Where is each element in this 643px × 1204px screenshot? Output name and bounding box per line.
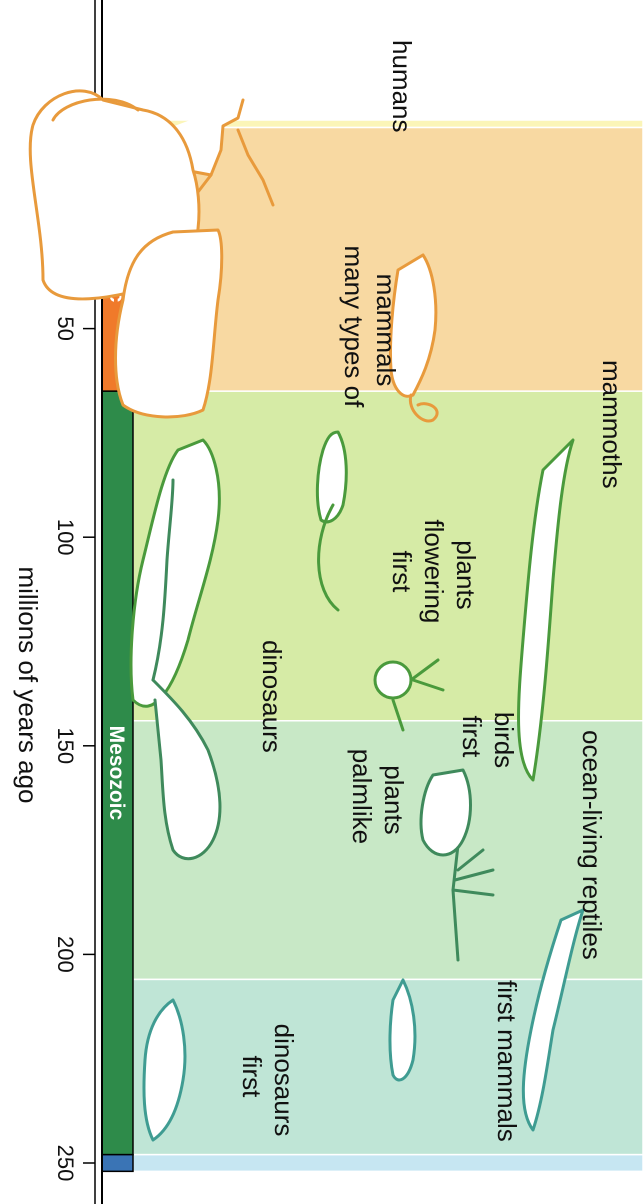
axis-label: millions of years ago — [13, 567, 43, 804]
era-label-1: Mesozoic — [105, 726, 128, 821]
label-first-flowering-plants-line1: first — [387, 550, 417, 593]
first-bird-icon — [421, 770, 470, 855]
label-first-flowering-plants-line2: flowering — [419, 519, 449, 623]
label-ocean-living-reptiles: ocean-living reptiles — [577, 730, 607, 960]
axis-tick-label-2: 50 — [53, 316, 78, 340]
label-first-birds-line2: birds — [489, 712, 519, 768]
era-bar-1: Mesozoic — [102, 391, 133, 1154]
era-bar-2 — [102, 1155, 133, 1172]
label-dinosaurs: dinosaurs — [257, 640, 287, 753]
period-band-5 — [133, 1155, 643, 1172]
label-humans: humans — [387, 40, 417, 133]
label-palmlike-plants-line1: palmlike — [347, 749, 377, 844]
label-many-types-mammals-line2: mammals — [371, 274, 401, 387]
period-band-4 — [133, 979, 643, 1154]
axis-tick-label-6: 250 — [53, 1145, 78, 1182]
label-mammoths: mammoths — [597, 360, 627, 489]
era-fill-2 — [102, 1155, 133, 1172]
label-palmlike-plants-line2: plants — [379, 765, 409, 834]
axis-tick-label-3: 100 — [53, 519, 78, 556]
label-first-flowering-plants-line3: plants — [451, 540, 481, 609]
label-first-dinosaurs-line1: first — [237, 1055, 267, 1098]
label-first-birds-line1: first — [457, 715, 487, 758]
label-many-types-mammals-line1: many types of — [339, 245, 369, 408]
label-first-mammals: first mammals — [492, 980, 522, 1142]
axis-tick-label-4: 150 — [53, 727, 78, 764]
axis-tick-label-5: 200 — [53, 936, 78, 973]
label-first-dinosaurs-line2: dinosaurs — [269, 1024, 299, 1137]
